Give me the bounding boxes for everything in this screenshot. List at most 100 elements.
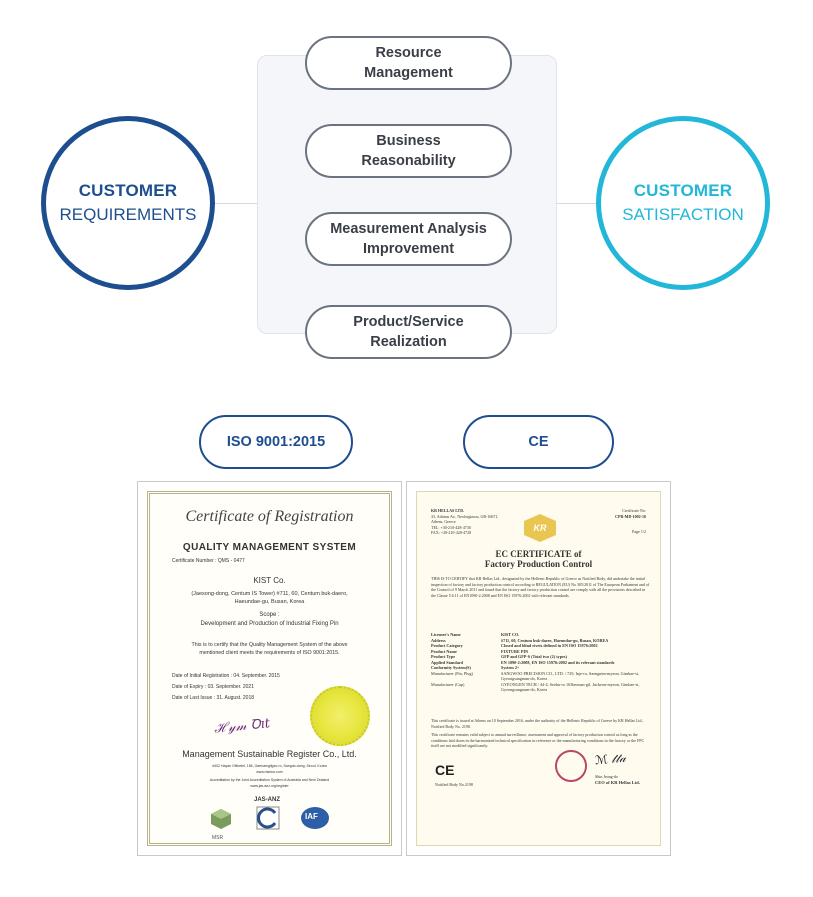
ce-row: Manufacturer (Cap) GYEONGJIN TECH / 44-4,… <box>431 682 651 693</box>
connector-right <box>557 203 597 204</box>
step-resource-management: Resource Management <box>305 36 512 90</box>
iaf-logo-label: IAF <box>305 812 318 821</box>
iso-cert-date-initial: Date of Initial Registration : 04. Septe… <box>172 673 280 679</box>
ce-row-value: SANGWOO PRECISION CO., LTD. / 729, Inje-… <box>501 670 640 682</box>
ce-mark-icon: CE <box>435 762 455 778</box>
ce-row-value: KIST CO. <box>501 632 520 637</box>
step-business-reasonability: Business Reasonability <box>305 124 512 178</box>
msr-logo-label: MSR <box>212 835 224 841</box>
satisfaction-line2: SATISFACTION <box>622 205 744 224</box>
step-line1: Resource <box>375 45 442 61</box>
ce-label: CE <box>463 415 614 469</box>
ce-row-key: Licensee's Name <box>431 632 461 637</box>
ce-signature-icon: ℳ 𝓉𝓉𝒶 <box>594 750 627 768</box>
jas-anz-logo-icon <box>256 806 280 830</box>
ce-row-value: EN 1090-2:2008, EN ISO 15976:2002 and it… <box>501 659 615 665</box>
iso-cert-number: Certificate Number : QMS - 0477 <box>172 558 245 564</box>
ce-certificate-page: KR HELLAS LTD. 33, Athinas Av., Neoloigi… <box>416 491 661 846</box>
ce-row-key: Address <box>431 637 446 643</box>
ce-issuer-address: 33, Athinas Av., Neoloigimou, GR-16671, … <box>431 513 499 525</box>
iso-signature-icon: ℋ𝓎𝓂 Ꝺıt <box>213 716 271 737</box>
iso-certificate: Certificate of Registration QUALITY MANA… <box>137 481 402 856</box>
gold-seal-icon <box>310 686 370 746</box>
step-line2: Realization <box>370 334 447 350</box>
ce-row-value: FIXTURE PIN <box>501 648 529 654</box>
ce-notified-body: Notified Body No.2198 <box>435 782 473 787</box>
ce-cert-intro: THIS IS TO CERTIFY that KR Hellas Ltd., … <box>431 576 650 598</box>
step-product-service-realization: Product/Service Realization <box>305 305 512 359</box>
step-line2: Management <box>364 65 453 81</box>
iso-cert-issuer-site: www.msrkor.com <box>256 770 283 774</box>
ce-certificate: KR HELLAS LTD. 33, Athinas Av., Neoloigi… <box>406 481 671 856</box>
ce-row-key: Manufacturer (Pin, Plug) <box>431 670 473 676</box>
iso-cert-system: QUALITY MANAGEMENT SYSTEM <box>182 542 357 553</box>
process-panel <box>257 55 557 334</box>
ce-row: Product Type GFP and GFP-S (Total two (2)… <box>431 654 651 660</box>
ce-row: Manufacturer (Pin, Plug) SANGWOO PRECISIO… <box>431 671 651 682</box>
connector-left <box>215 203 257 204</box>
iso-cert-address: (Jaesong-dong, Centum IS Tower) #711, 60… <box>191 591 348 605</box>
customer-satisfaction-circle: CUSTOMER SATISFACTION <box>596 116 770 290</box>
ce-row-value: GFP and GFP-S (Total two (2) types) <box>501 654 567 659</box>
iso-certificate-page: Certificate of Registration QUALITY MANA… <box>147 491 392 846</box>
ce-row-value: GYEONGJIN TECH / 44-4, Seobu-ro 163beona… <box>501 681 640 693</box>
iso-cert-accreditation-site: www.jas-anz.org/register <box>250 784 289 788</box>
ce-signer-title: CEO of KR Hellas Ltd. <box>595 780 640 785</box>
ce-row: Conformity System(S) System 2+ <box>431 665 651 671</box>
ce-row-key: Conformity System(S) <box>431 665 471 670</box>
customer-requirements-circle: CUSTOMER REQUIREMENTS <box>41 116 215 290</box>
ce-row: Licensee's Name KIST CO. <box>431 632 651 638</box>
iso-cert-issuer-address: #402 Hayan Officetel, 156, Gaenamgilgeo-… <box>212 764 327 768</box>
ce-row-value: System 2+ <box>501 665 520 670</box>
iso-cert-scope: Development and Production of Industrial… <box>200 621 339 627</box>
jas-anz-logo-label: JAS-ANZ <box>254 797 281 803</box>
step-line2: Reasonability <box>361 153 456 169</box>
iaf-logo-icon <box>300 806 330 830</box>
step-line1: Measurement Analysis <box>330 221 487 237</box>
requirements-line1: CUSTOMER <box>78 181 178 200</box>
iso-cert-date-expiry: Date of Expiry : 03. September. 2021 <box>172 684 254 690</box>
iso-cert-scope-label: Scope : <box>259 612 280 618</box>
red-seal-icon <box>555 750 587 782</box>
iso-cert-issuer: Management Sustainable Register Co., Ltd… <box>182 749 357 759</box>
ce-detail-table: Licensee's Name KIST CO. Address #711, 60,… <box>417 632 660 693</box>
ce-row-key: Product Type <box>431 654 456 659</box>
step-line2: Improvement <box>362 241 455 257</box>
ce-cert-number-block: Certificate No: CPR-MD-1002-16 Page 1/2 <box>615 508 646 535</box>
ce-page-number: Page 1/2 <box>632 529 646 534</box>
ce-issuer-fax: FAX: +30-210-428-4728 <box>431 530 472 535</box>
ce-title-line2: Factory Production Control <box>484 559 593 569</box>
ce-row-key: Product Category <box>431 643 463 648</box>
ce-cert-issued: This certificate is issued at Athens on … <box>431 718 644 729</box>
ce-row-key: Applied Standard <box>431 659 463 665</box>
iso-cert-date-last: Date of Last Issue : 31. August. 2018 <box>172 695 254 701</box>
kr-logo-icon: KR <box>524 514 556 542</box>
ce-issuer-block: KR HELLAS LTD. 33, Athinas Av., Neoloigi… <box>431 508 501 536</box>
step-measurement-analysis: Measurement Analysis Improvement <box>305 212 512 266</box>
ce-row-key: Product Name <box>431 648 457 654</box>
ce-cert-no-label: Certificate No: <box>622 508 646 513</box>
ce-row: Product Name FIXTURE PIN <box>431 649 651 655</box>
step-line1: Business <box>376 133 441 149</box>
iso-cert-statement: This is to certify that the Quality Mana… <box>191 642 348 656</box>
iso-cert-accreditation: Accreditation by the Joint Accreditation… <box>209 778 330 782</box>
ce-row: Applied Standard EN 1090-2:2008, EN ISO 1… <box>431 660 651 666</box>
step-line1: Product/Service <box>353 314 464 330</box>
ce-row: Product Category Closed and blind rivets … <box>431 643 651 649</box>
ce-issuer-tel: TEL: +30-210-428-4730 <box>431 524 471 530</box>
iso-9001-label: ISO 9001:2015 <box>199 415 353 469</box>
ce-title-line1: EC CERTIFICATE of <box>495 549 582 559</box>
satisfaction-line1: CUSTOMER <box>633 181 733 200</box>
ce-cert-title: EC CERTIFICATE of Factory Production Con… <box>417 549 660 569</box>
requirements-line2: REQUIREMENTS <box>59 205 197 224</box>
ce-row-key: Manufacturer (Cap) <box>431 681 465 687</box>
ce-row-value: Closed and blind rivets defined in EN IS… <box>501 643 598 648</box>
msr-logo-icon <box>210 808 232 830</box>
ce-issuer-name: KR HELLAS LTD. <box>431 508 465 513</box>
iso-cert-company: KIST Co. <box>253 576 286 585</box>
ce-cert-no: CPR-MD-1002-16 <box>615 513 646 519</box>
ce-cert-validity: This certificate remains valid subject t… <box>431 732 645 748</box>
iso-cert-title: Certificate of Registration <box>185 508 354 525</box>
ce-row-value: #711, 60, Centum buk-daero, Haeundae-gu,… <box>501 637 609 643</box>
ce-signer: Shin Jeong-do <box>595 774 618 779</box>
